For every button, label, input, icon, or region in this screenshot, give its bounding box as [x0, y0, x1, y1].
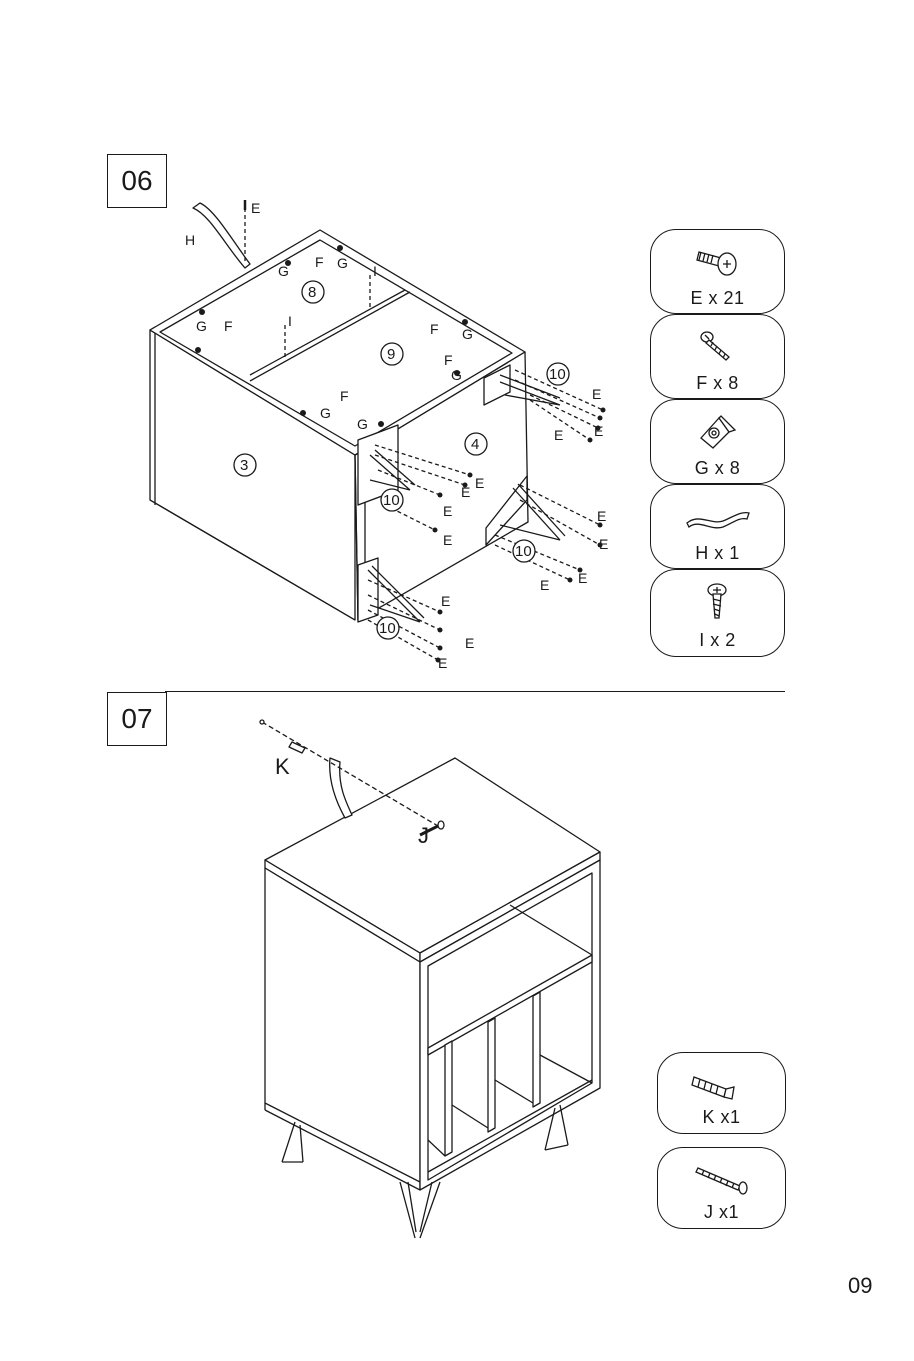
wall-plug-icon — [658, 1053, 785, 1109]
corner-bracket-icon — [651, 400, 784, 460]
label-k: K — [275, 754, 290, 779]
label-g: G — [451, 367, 462, 383]
part-number-9: 9 — [387, 346, 395, 363]
wood-screw-icon — [651, 315, 784, 375]
label-i: I — [288, 313, 292, 329]
label-f: F — [224, 318, 233, 334]
hardware-label: H x 1 — [651, 543, 784, 564]
label-e: E — [441, 593, 450, 609]
part-number-8: 8 — [308, 284, 316, 301]
label-g: G — [462, 326, 473, 342]
part-number-10: 10 — [379, 620, 396, 637]
strap-h-step07 — [330, 758, 352, 818]
part-number-3: 3 — [240, 457, 248, 474]
hardware-card-g: G x 8 — [650, 399, 785, 484]
label-g: G — [196, 318, 207, 334]
label-g: G — [337, 255, 348, 271]
cabinet-step06 — [150, 230, 528, 620]
hardware-card-k: K x1 — [657, 1052, 786, 1134]
label-h: H — [185, 232, 195, 248]
short-screw-icon — [651, 570, 784, 630]
hardware-card-f: F x 8 — [650, 314, 785, 399]
label-e: E — [251, 200, 260, 216]
label-e: E — [594, 423, 603, 439]
hardware-card-j: J x1 — [657, 1147, 786, 1229]
label-e: E — [597, 508, 606, 524]
hardware-label: G x 8 — [651, 458, 784, 479]
label-g: G — [357, 416, 368, 432]
label-f: F — [340, 388, 349, 404]
plug-k-step07 — [289, 742, 305, 753]
label-f: F — [444, 352, 453, 368]
strap-h — [193, 203, 250, 268]
part-number-10: 10 — [383, 492, 400, 509]
label-e: E — [540, 577, 549, 593]
cabinet-step07 — [265, 758, 600, 1190]
label-g: G — [278, 263, 289, 279]
part-number-4: 4 — [471, 436, 479, 453]
hardware-label: I x 2 — [651, 630, 784, 651]
part-number-10: 10 — [549, 366, 566, 383]
label-e: E — [599, 536, 608, 552]
hardware-label: F x 8 — [651, 373, 784, 394]
long-screw-icon — [658, 1148, 785, 1204]
hardware-card-e: E x 21 — [650, 229, 785, 314]
cam-screw-icon — [651, 230, 784, 290]
hardware-label: E x 21 — [651, 288, 784, 309]
page-number: 09 — [848, 1273, 872, 1299]
hardware-card-h: H x 1 — [650, 484, 785, 569]
label-e: E — [475, 475, 484, 491]
label-e: E — [592, 386, 601, 402]
label-e: E — [554, 427, 563, 443]
part-number-10: 10 — [515, 543, 532, 560]
label-e: E — [443, 532, 452, 548]
label-j: J — [418, 823, 429, 848]
label-i: I — [373, 263, 377, 279]
hardware-label: K x1 — [658, 1107, 785, 1128]
hardware-label: J x1 — [658, 1202, 785, 1223]
hardware-card-i: I x 2 — [650, 569, 785, 657]
label-e: E — [443, 503, 452, 519]
label-e: E — [438, 655, 447, 671]
label-g: G — [320, 405, 331, 421]
label-e: E — [465, 635, 474, 651]
label-f: F — [430, 321, 439, 337]
label-e: E — [578, 570, 587, 586]
label-f: F — [315, 254, 324, 270]
label-e: E — [461, 484, 470, 500]
anti-tip-strap-icon — [651, 485, 784, 545]
